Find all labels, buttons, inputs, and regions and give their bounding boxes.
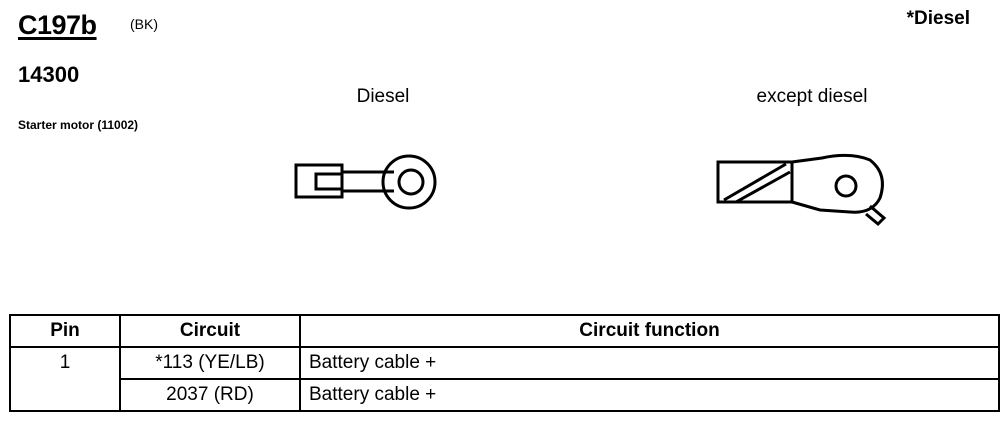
function-cell: Battery cable + [299,378,1000,412]
pin-cell: 1 [9,346,121,412]
header-pin: Pin [9,314,121,348]
ring-terminal-icon [290,146,450,231]
connector-color: (BK) [130,16,158,32]
crimped-ring-terminal-icon [710,146,900,241]
connector-id: C197b [18,10,97,40]
circuit-cell: *113 (YE/LB) [119,346,301,380]
pin-table: Pin Circuit Circuit function 1 *113 (YE/… [9,314,1000,412]
diesel-note: *Diesel [906,8,970,29]
table-header-row: Pin Circuit Circuit function [9,314,1000,348]
header-circuit: Circuit [119,314,301,348]
circuit-cell: 2037 (RD) [119,378,301,412]
part-number: 14300 [18,62,80,87]
component-name: Starter motor (11002) [18,118,139,132]
table-row: 2037 (RD) Battery cable + [10,378,1000,412]
function-cell: Battery cable + [299,346,1000,380]
variant-label-except-diesel: except diesel [756,86,868,107]
header-circuit-function: Circuit function [299,314,1000,348]
variant-label-diesel: Diesel [356,86,410,107]
table-row: 1 *113 (YE/LB) Battery cable + [9,346,1000,412]
